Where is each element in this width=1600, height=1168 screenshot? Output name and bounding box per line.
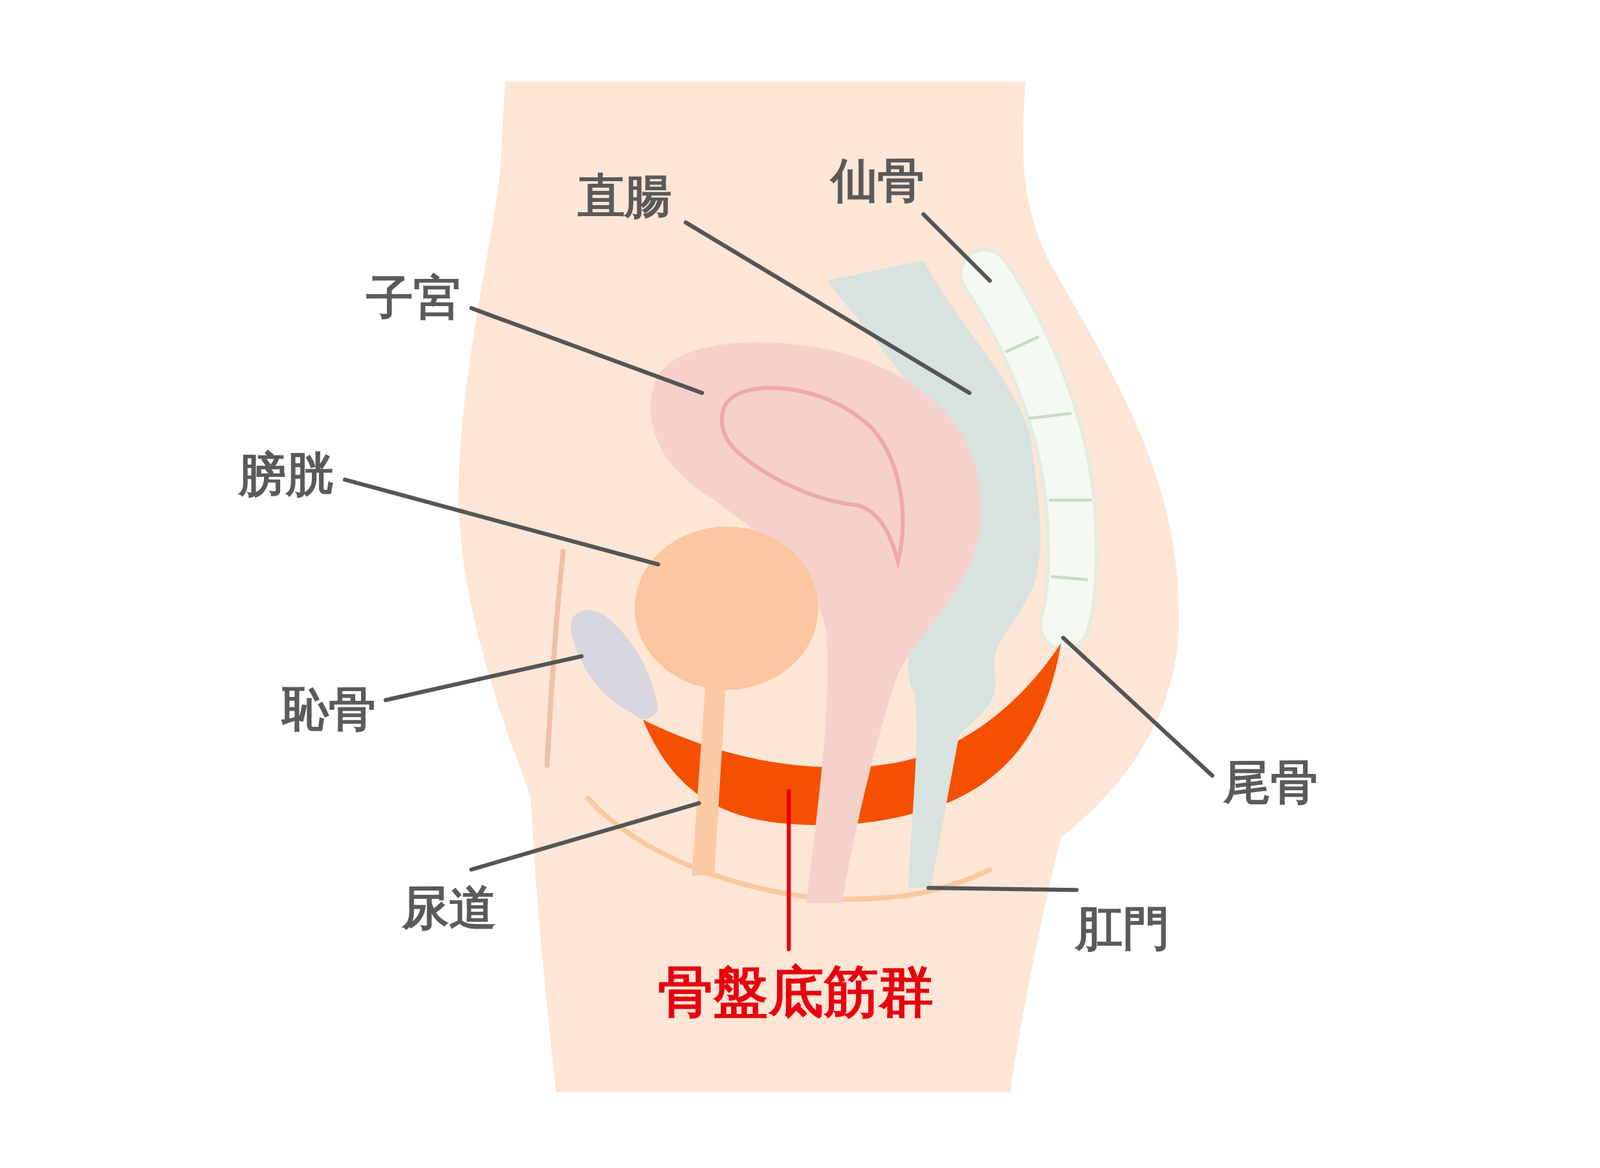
part-label: 膀胱 [238, 448, 333, 501]
bladder [634, 526, 819, 690]
body-silhouette [458, 81, 1179, 1092]
part-label: 尾骨 [1223, 756, 1318, 809]
urethra [691, 673, 727, 876]
vertebra-joint [1028, 413, 1072, 419]
part-label: 直腸 [577, 170, 672, 222]
leader-line [471, 802, 700, 870]
leader-line [928, 887, 1077, 890]
part-label: 恥骨 [281, 683, 376, 735]
leader-line [923, 214, 990, 281]
vertebra-joint [1005, 336, 1040, 352]
pubic-bone [570, 610, 658, 719]
leader-line [1063, 637, 1212, 776]
leader-line [385, 656, 582, 701]
leader-line [685, 222, 970, 393]
part-label: 尿道 [401, 882, 496, 935]
leader-lines [344, 214, 1213, 950]
leader-line [786, 790, 791, 949]
part-label: 子宮 [366, 272, 461, 325]
part-label: 肛門 [1075, 902, 1170, 955]
vertebra-joint [1050, 576, 1088, 580]
highlight-label: 骨盤底筋群 [657, 961, 934, 1023]
leader-line [344, 479, 658, 565]
skin-crease [546, 551, 563, 766]
part-label: 仙骨 [830, 154, 925, 207]
leader-line [471, 307, 702, 393]
vertebra-joint [1048, 498, 1092, 502]
